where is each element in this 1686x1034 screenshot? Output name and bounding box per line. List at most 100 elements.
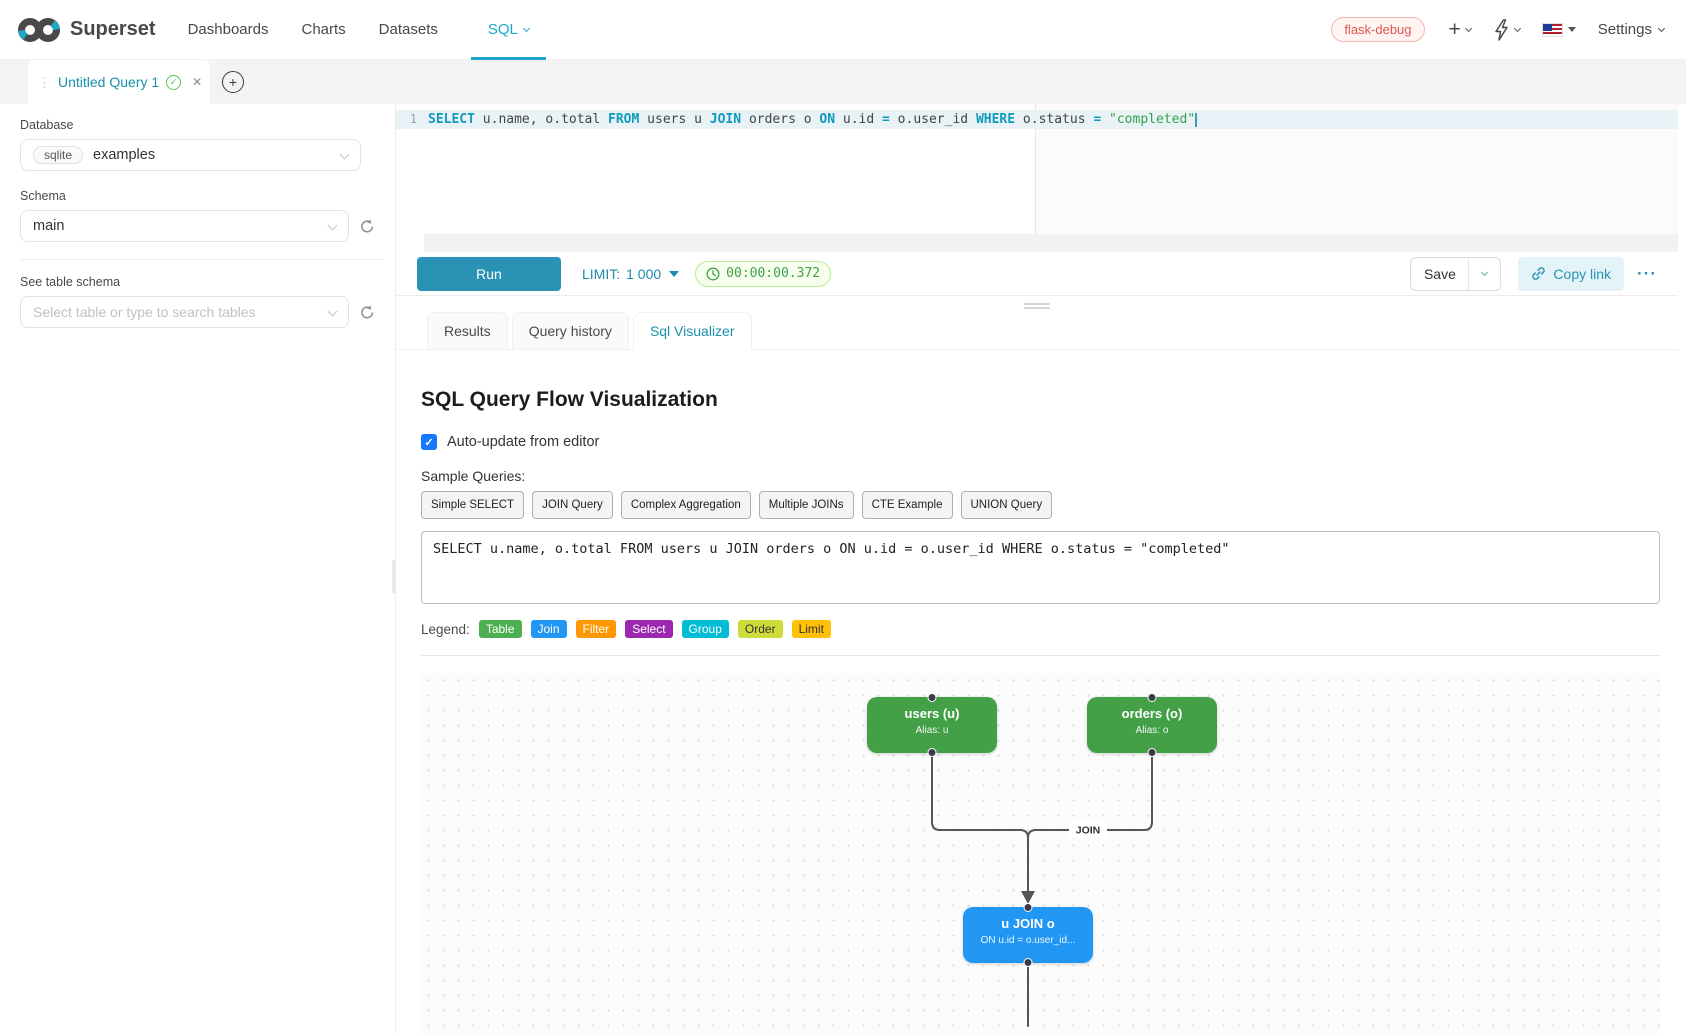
- line-number: 1: [409, 112, 417, 126]
- sql-lab-sidebar: Database sqlite examples Schema main See…: [0, 104, 396, 1034]
- legend-order-badge: Order: [737, 620, 783, 638]
- legend-label: Legend:: [421, 621, 470, 637]
- editor-active-line[interactable]: 1 SELECT u.name, o.total FROM users u JO…: [396, 110, 1678, 129]
- environment-badge: flask-debug: [1331, 17, 1425, 42]
- nav-sql-label: SQL: [487, 21, 518, 38]
- sample-cte-example-button[interactable]: CTE Example: [861, 491, 953, 519]
- chevron-down-icon: [1464, 24, 1472, 33]
- query-tabbar: ⋮ Untitled Query 1 ✓ ✕ +: [0, 60, 1686, 104]
- sample-simple-select-button[interactable]: Simple SELECT: [421, 491, 525, 519]
- copy-link-button[interactable]: Copy link: [1518, 256, 1625, 291]
- refresh-icon[interactable]: [359, 218, 375, 235]
- chevron-down-icon: [1657, 24, 1666, 33]
- chevron-down-icon: [327, 306, 338, 317]
- us-flag-icon: [1541, 22, 1563, 37]
- flow-node-join[interactable]: u JOIN o ON u.id = o.user_id...: [963, 907, 1093, 963]
- plus-icon: +: [1448, 18, 1461, 41]
- sidebar-divider: [20, 259, 383, 260]
- chevron-down-icon: [1481, 268, 1489, 277]
- query-tab-active[interactable]: ⋮ Untitled Query 1 ✓ ✕: [28, 60, 210, 104]
- schema-value: main: [33, 218, 65, 234]
- legend-join-badge: Join: [530, 620, 567, 638]
- schema-label: Schema: [20, 189, 66, 203]
- nav-charts[interactable]: Charts: [301, 21, 346, 38]
- text-cursor: [1195, 113, 1198, 127]
- sample-queries-label: Sample Queries:: [421, 468, 526, 484]
- sql-code-editor[interactable]: 1 SELECT u.name, o.total FROM users u JO…: [396, 104, 1678, 252]
- auto-update-checkbox[interactable]: ✓: [421, 434, 437, 450]
- print-margin-line: [1035, 104, 1036, 234]
- settings-label: Settings: [1597, 21, 1652, 38]
- query-timer-badge: 00:00:00.372: [695, 260, 832, 287]
- legend-limit-badge: Limit: [791, 620, 831, 638]
- auto-update-row: ✓ Auto-update from editor: [421, 434, 1660, 450]
- node-title: orders (o): [1121, 706, 1183, 721]
- tab-query-history[interactable]: Query history: [511, 312, 629, 350]
- tab-sql-visualizer[interactable]: Sql Visualizer: [632, 312, 752, 350]
- table-schema-label: See table schema: [20, 275, 121, 289]
- database-label: Database: [20, 118, 74, 132]
- node-title: users (u): [904, 706, 960, 721]
- flow-edges: JOIN: [931, 752, 1153, 1027]
- query-search-menu[interactable]: [1487, 18, 1526, 41]
- language-picker[interactable]: [1536, 22, 1582, 37]
- more-options-button[interactable]: ···: [1637, 263, 1657, 283]
- new-query-tab-button[interactable]: +: [222, 71, 244, 93]
- lightning-icon: [1495, 18, 1508, 41]
- close-icon[interactable]: ✕: [192, 75, 203, 89]
- node-subtitle: ON u.id = o.user_id...: [980, 935, 1076, 946]
- legend-table-badge: Table: [478, 620, 522, 638]
- node-subtitle: Alias: u: [915, 725, 949, 736]
- brand-name: Superset: [70, 18, 156, 40]
- flow-node-users[interactable]: users (u) Alias: u: [867, 697, 997, 753]
- navbar-right: flask-debug + Settings: [1331, 17, 1670, 42]
- save-button[interactable]: Save: [1423, 265, 1456, 282]
- visualizer-panel: SQL Query Flow Visualization ✓ Auto-upda…: [421, 350, 1660, 1034]
- drag-grip-icon[interactable]: ⋮: [38, 74, 51, 90]
- editor-toolbar: Run LIMIT: 1 000 00:00:00.372 Save: [396, 252, 1678, 296]
- top-navbar: Superset Dashboards Charts Datasets SQL …: [0, 0, 1686, 60]
- caret-down-icon: [669, 271, 680, 277]
- legend-filter-badge: Filter: [575, 620, 617, 638]
- flow-node-orders[interactable]: orders (o) Alias: o: [1087, 697, 1217, 753]
- tab-results[interactable]: Results: [427, 312, 508, 350]
- superset-logo[interactable]: Superset: [16, 15, 156, 45]
- refresh-icon[interactable]: [359, 304, 375, 321]
- sample-multiple-joins-button[interactable]: Multiple JOINs: [758, 491, 854, 519]
- sample-complex-aggregation-button[interactable]: Complex Aggregation: [620, 491, 751, 519]
- flow-canvas[interactable]: JOIN users (u) Alias: u orders (o) Alias…: [421, 673, 1660, 1034]
- schema-select[interactable]: main: [20, 210, 349, 242]
- database-engine-badge: sqlite: [33, 146, 84, 164]
- table-select[interactable]: Select table or type to search tables: [20, 296, 349, 328]
- nav-dashboards[interactable]: Dashboards: [187, 21, 269, 38]
- nav-datasets[interactable]: Datasets: [378, 21, 438, 38]
- superset-infinity-icon: [18, 17, 60, 42]
- node-subtitle: Alias: o: [1135, 725, 1169, 736]
- sql-code-line: SELECT u.name, o.total FROM users u JOIN…: [428, 112, 1198, 127]
- arrowhead-icon: [1021, 891, 1035, 904]
- sample-join-query-button[interactable]: JOIN Query: [532, 491, 613, 519]
- save-split-button: Save: [1410, 256, 1502, 291]
- clock-icon: [706, 267, 720, 280]
- sample-union-query-button[interactable]: UNION Query: [960, 491, 1053, 519]
- new-item-menu[interactable]: +: [1443, 19, 1477, 40]
- nav-sql[interactable]: SQL: [470, 0, 546, 60]
- legend-select-badge: Select: [625, 620, 673, 638]
- pane-resize-handle[interactable]: [1024, 301, 1050, 311]
- limit-dropdown[interactable]: LIMIT: 1 000: [582, 266, 680, 282]
- visualizer-title: SQL Query Flow Visualization: [421, 388, 718, 411]
- chevron-down-icon: [522, 24, 530, 33]
- query-input-textarea[interactable]: SELECT u.name, o.total FROM users u JOIN…: [421, 531, 1660, 604]
- link-icon: [1532, 267, 1546, 280]
- node-title: u JOIN o: [1001, 916, 1055, 931]
- database-select[interactable]: sqlite examples: [20, 139, 361, 171]
- editor-hscrollbar[interactable]: [424, 234, 1678, 252]
- settings-menu[interactable]: Settings: [1592, 21, 1670, 38]
- legend-row: Legend: Table Join Filter Select Group O…: [421, 620, 1660, 638]
- copy-link-label: Copy link: [1553, 265, 1612, 282]
- result-tabs: Results Query history Sql Visualizer: [396, 312, 1678, 350]
- caret-down-icon: [1567, 27, 1576, 32]
- run-button[interactable]: Run: [417, 256, 561, 291]
- save-options-button[interactable]: [1468, 257, 1500, 290]
- sidebar-resize-handle[interactable]: [392, 560, 397, 594]
